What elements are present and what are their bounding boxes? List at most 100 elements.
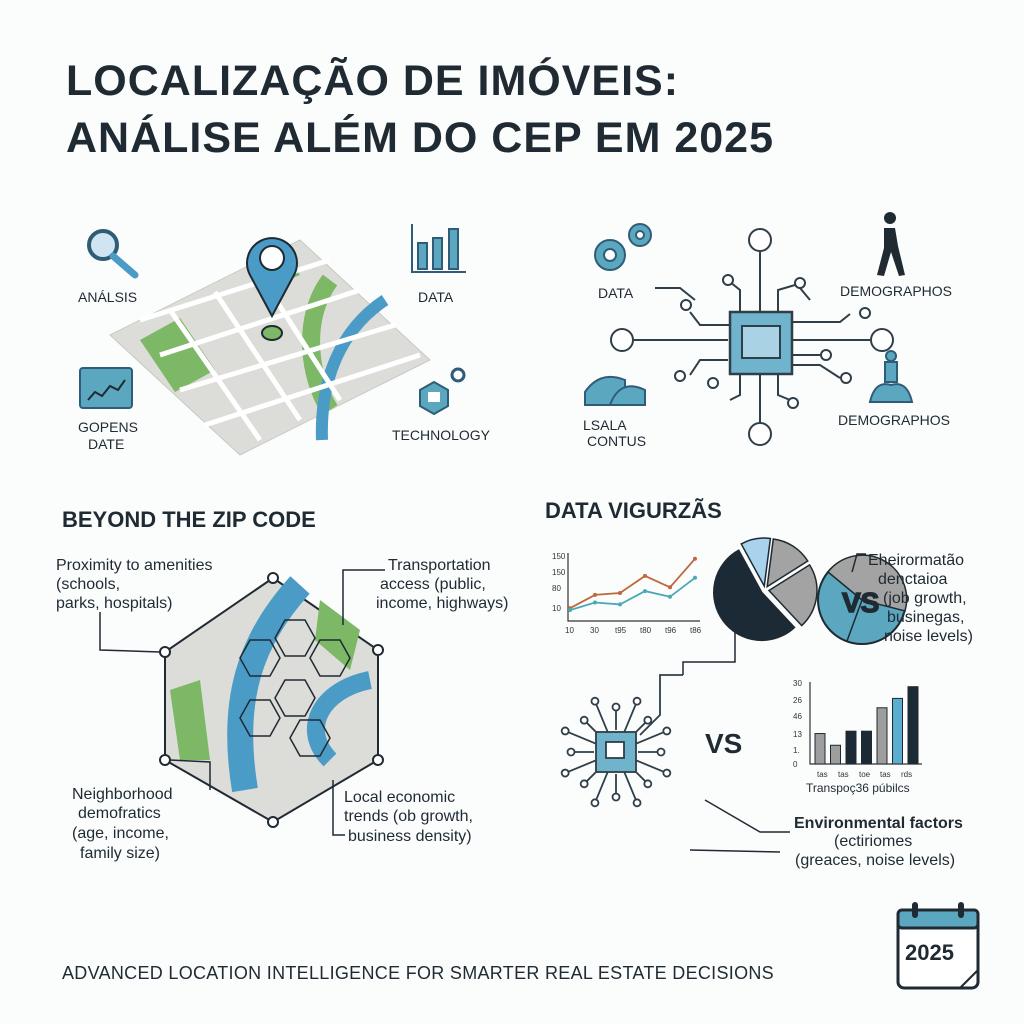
label-circuit-data: DATA [598,285,634,301]
title-line-2: ANÁLISE ALÉM DO CEP EM 2025 [66,114,774,162]
trace-node [643,779,653,789]
circuit-trace [635,759,668,774]
magnifier-icon [87,229,139,279]
walking-person-icon [877,212,905,276]
vs-label: VS [705,728,742,759]
trace-node [662,726,672,736]
isometric-map [109,237,431,456]
svg-text:(schools,: (schools, [56,576,120,593]
technology-icon [419,367,466,416]
bar [861,730,872,765]
callout-pie: Eheirormatão denctaioa (job growth, busi… [868,552,973,645]
trace-node [632,798,642,808]
svg-text:family size): family size) [80,845,160,862]
data-point [643,589,647,594]
y-tick-label: 10 [552,604,561,613]
x-tick-label: tas [880,770,891,779]
trace-node [656,747,666,757]
circuit-trace [639,674,683,736]
label-analysis: ANÁLSIS [78,289,137,305]
svg-text:Environmental factors: Environmental factors [794,815,963,832]
svg-text:(age, income,: (age, income, [72,825,169,842]
x-tick-label: toe [859,770,871,779]
svg-text:denctaioa: denctaioa [878,571,947,588]
data-viz-heading: DATA VIGURZÃS [545,498,722,523]
trace-node [566,747,576,757]
data-point [668,594,672,599]
label-demographics-1: DEMOGRAPHOS [840,283,952,299]
gears-icon [594,223,652,271]
trace-node [662,768,672,778]
svg-text:(job growth,: (job growth, [883,590,967,607]
circuit-trace [623,771,638,804]
svg-text:Proximity to amenities: Proximity to amenities [56,557,213,574]
trace-node [643,715,653,725]
svg-text:trends (ob growth,: trends (ob growth, [344,808,473,825]
trace-node [579,779,589,789]
y-tick-label: 80 [552,584,561,593]
x-tick-label: 10 [565,626,574,635]
y-tick-label: 1. [793,746,800,755]
calendar-year: 2025 [905,940,954,965]
pie-slice-gray-top [766,538,809,589]
trace-node [611,792,621,802]
label-demographics-2: DEMOGRAPHOS [838,412,950,428]
beyond-heading: BEYOND THE ZIP CODE [62,507,316,532]
bar [907,686,919,765]
footer-tagline: ADVANCED LOCATION INTELLIGENCE FOR SMART… [62,963,774,983]
bar [876,707,888,765]
y-tick-label: 0 [793,760,798,769]
pie-vs-label: VS [842,587,879,618]
terrain-icon [584,376,646,406]
x-tick-label: t86 [690,626,702,635]
bar [830,744,841,765]
laptop-chart-icon [79,367,133,409]
bar [845,730,857,765]
svg-text:noise levels): noise levels) [884,628,973,645]
pie-slice-light-blue [740,537,772,589]
circuit-trace [594,771,609,804]
callout-neighborhood: Neighborhood demofratics (age, income, f… [72,786,173,862]
trace-node [590,798,600,808]
label-data: DATA [418,289,454,305]
bar [892,697,903,765]
label-contours-1: LSALA [583,417,627,433]
hexagon-map [99,569,385,836]
data-point [568,608,572,613]
x-tick-label: t95 [615,626,627,635]
x-axis-label: Transpoç36 púbilcs [806,781,910,795]
circuit-diagram [610,228,894,446]
circuit-trace [564,759,597,774]
people-group-icon [868,350,914,403]
callout-economic: Local economic trends (ob growth, busine… [344,789,473,845]
trace-node [560,768,570,778]
data-point [618,591,622,595]
svg-text:Transportation: Transportation [388,557,491,574]
series-line-orange [569,558,696,609]
x-tick-label: tas [817,770,828,779]
data-point [593,592,597,597]
svg-text:access (public,: access (public, [380,576,486,593]
data-point [593,600,597,605]
x-tick-label: 30 [590,626,599,635]
data-point [643,573,647,578]
x-tick-label: tas [838,770,849,779]
x-tick-label: t80 [640,626,652,635]
x-tick-label: rds [901,770,912,779]
svg-text:(ectiriomes: (ectiriomes [834,833,912,850]
trace-node [611,702,621,712]
callout-amenities: Proximity to amenities (schools, parks, … [56,557,213,612]
y-tick-label: 46 [793,712,802,721]
svg-text:Local economic: Local economic [344,789,455,806]
svg-text:(greaces, noise levels): (greaces, noise levels) [795,852,955,869]
connector-line-env [704,799,790,833]
data-point [693,556,697,561]
label-contours-2: CONTUS [587,433,646,449]
svg-text:parks, hospitals): parks, hospitals) [56,595,173,612]
pie-chart [713,537,818,642]
series-line-teal [569,577,696,611]
data-point [693,575,697,580]
chip-icon [560,674,683,808]
